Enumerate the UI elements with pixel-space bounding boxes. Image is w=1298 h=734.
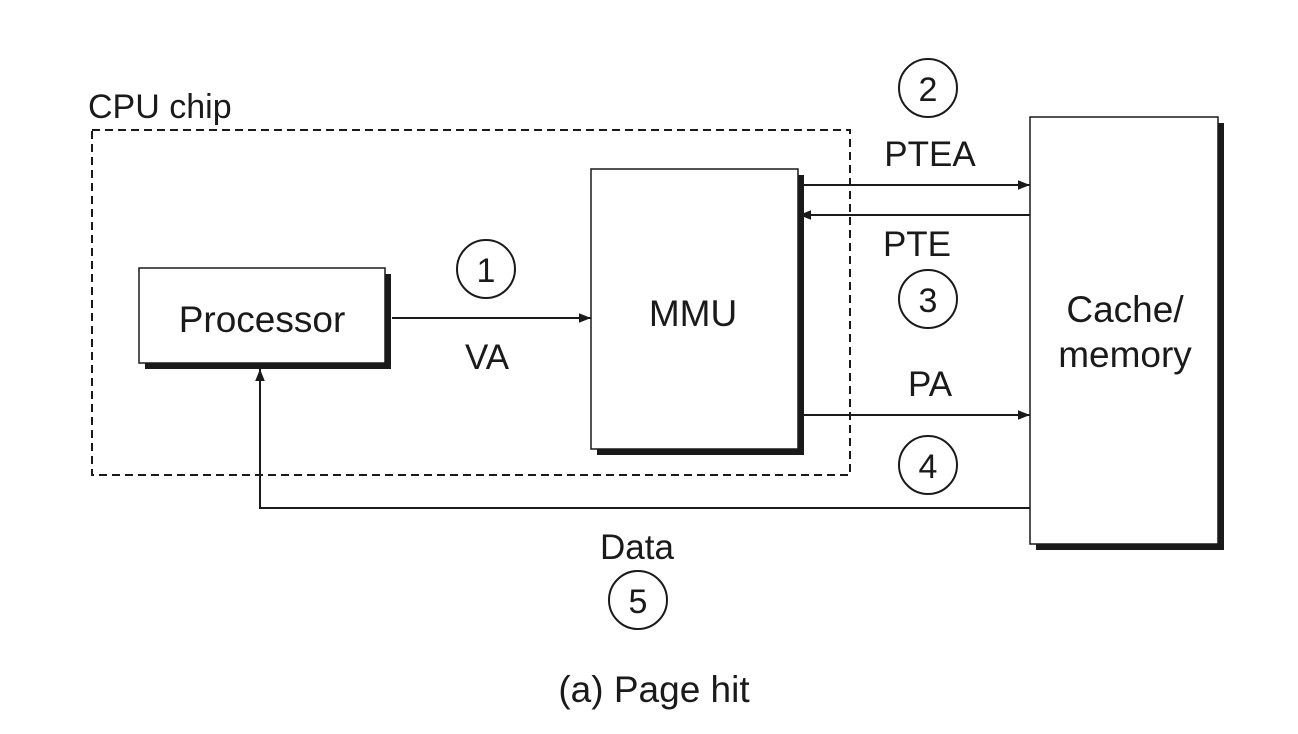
cpu-chip-label: CPU chip [88, 88, 232, 126]
arrow-va: 1 VA [392, 239, 591, 377]
step-4-number: 4 [919, 448, 938, 486]
mmu-box: MMU [590, 168, 804, 455]
cache-label-line2: memory [1058, 334, 1192, 375]
va-label: VA [465, 338, 510, 377]
ptea-label: PTEA [884, 135, 976, 174]
pte-label: PTE [883, 225, 951, 264]
pa-label: PA [908, 365, 953, 404]
arrow-data: Data 5 [255, 369, 1030, 630]
processor-label: Processor [179, 299, 346, 340]
mmu-label: MMU [649, 293, 737, 334]
arrow-pa: PA 4 [799, 365, 1030, 495]
cache-memory-box: Cache/ memory [1029, 116, 1224, 550]
cache-label-line1: Cache/ [1066, 289, 1184, 330]
processor-box: Processor [138, 267, 391, 369]
data-label: Data [600, 528, 674, 567]
step-3-number: 3 [919, 282, 938, 320]
step-5-number: 5 [629, 583, 648, 621]
step-1-number: 1 [477, 252, 496, 290]
arrow-ptea: 2 PTEA [799, 58, 1030, 190]
step-2-number: 2 [919, 71, 938, 109]
cpu-chip-boundary [91, 129, 851, 476]
figure-caption: (a) Page hit [558, 669, 750, 710]
arrow-pte: PTE 3 [799, 210, 1030, 329]
